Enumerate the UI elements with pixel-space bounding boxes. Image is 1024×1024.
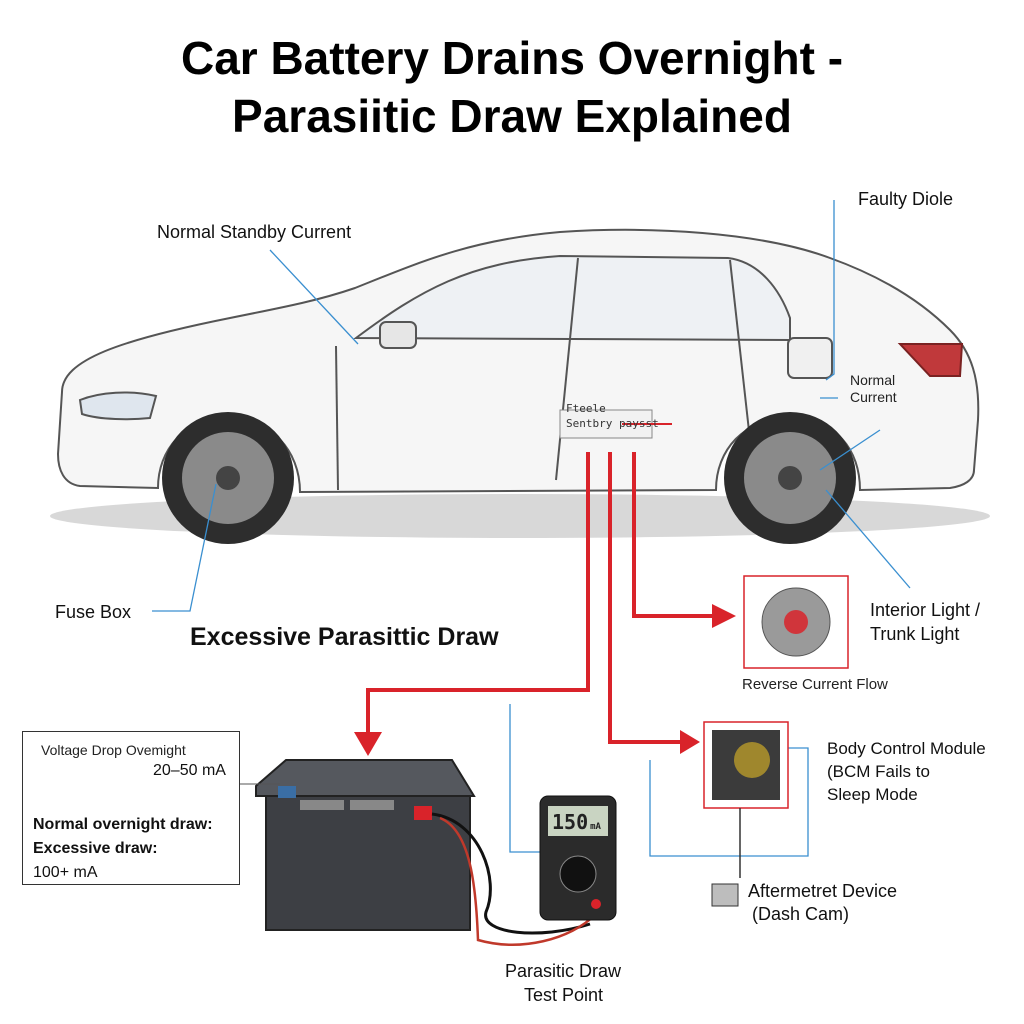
battery-negative-terminal [278, 786, 296, 798]
battery-vent-2 [350, 800, 394, 810]
rear-wheel [724, 412, 856, 544]
dash-cam-icon [711, 883, 739, 907]
front-wheel [162, 412, 294, 544]
door-seam-rear [729, 259, 751, 441]
side-mirror [379, 321, 417, 349]
battery-top [255, 759, 476, 797]
legend-excessive-label: Excessive draw: [33, 840, 158, 857]
arrowheads [354, 604, 736, 756]
fuse-panel-label-2: Sentbry paysst [566, 417, 659, 430]
fuel-door [787, 337, 833, 379]
bcm-glow [734, 742, 770, 778]
multimeter [539, 795, 617, 921]
label-test-point-1: Parasitic Draw [505, 961, 622, 981]
arrow-bcm [680, 730, 700, 754]
label-test-point-2: Test Point [524, 985, 604, 1005]
headlight [78, 391, 158, 421]
label-bcm-1: Body Control Module [827, 739, 986, 758]
legend-normal-value: 20–50 mA [153, 762, 226, 779]
multimeter-red-jack [591, 899, 601, 909]
label-aftermarket-device-2: (Dash Cam) [752, 904, 850, 924]
path-to-bcm [608, 452, 684, 744]
red-test-lead [439, 816, 597, 946]
multimeter-value: 150 [552, 810, 589, 834]
battery-positive-terminal [414, 806, 432, 820]
leader-faulty-diode [825, 200, 835, 381]
label-reverse-current-flow: Reverse Current Flow [742, 676, 888, 693]
multimeter-display [548, 806, 608, 836]
path-to-interior-light [632, 452, 718, 618]
legend-normal-label: Normal overnight draw: [33, 816, 213, 833]
label-normal-standby-current: Normal Standby Current [157, 222, 352, 242]
label-fuse-box: Fuse Box [55, 602, 132, 622]
multimeter-unit: mA [590, 822, 601, 832]
leader-test-point [509, 704, 540, 853]
tail-light [897, 343, 964, 377]
label-bcm-3: Sleep Mode [827, 785, 918, 804]
title-line-2: Parasiitic Draw Explained [232, 90, 792, 142]
leader-fuse-box [152, 483, 217, 612]
label-interior-light-1: Interior Light / [870, 600, 981, 620]
arrow-battery [354, 732, 382, 756]
label-excessive-parasitic-draw: Excessive Parasittic Draw [190, 623, 499, 651]
legend-excessive-value: 100+ mA [33, 864, 98, 881]
legend-caption: Voltage Drop Ovemight [41, 742, 186, 758]
multimeter-dial [559, 855, 597, 893]
car-windows [353, 254, 791, 342]
fuse-panel-label-1: Fteele [566, 402, 606, 415]
door-seam-front [555, 257, 579, 481]
battery [255, 759, 476, 931]
title-line-1: Car Battery Drains Overnight - [180, 32, 844, 84]
car-illustration [56, 228, 980, 494]
leader-interior-light [825, 489, 911, 589]
label-faulty-diode: Faulty Diole [858, 189, 954, 209]
interior-light-glow [784, 610, 808, 634]
battery-vent-1 [300, 800, 344, 810]
label-bcm-2: (BCM Fails to [827, 762, 930, 781]
door-seam-a [335, 345, 339, 491]
leader-normal-current-2 [819, 429, 881, 471]
label-normal-current-1: Normal [850, 372, 896, 388]
legend-box: Voltage Drop Ovemight 20–50 mA Normal ov… [22, 731, 240, 885]
label-aftermarket-device-1: Aftermetret Device [748, 881, 898, 901]
black-test-lead [431, 812, 591, 935]
current-paths [366, 452, 718, 744]
leader-bcm [649, 747, 809, 857]
label-interior-light-2: Trunk Light [870, 624, 960, 644]
arrow-interior [712, 604, 736, 628]
leader-normal-standby [269, 249, 359, 345]
leader-lines [152, 200, 911, 857]
path-to-battery [366, 452, 590, 738]
label-normal-current-2: Current [850, 389, 897, 405]
